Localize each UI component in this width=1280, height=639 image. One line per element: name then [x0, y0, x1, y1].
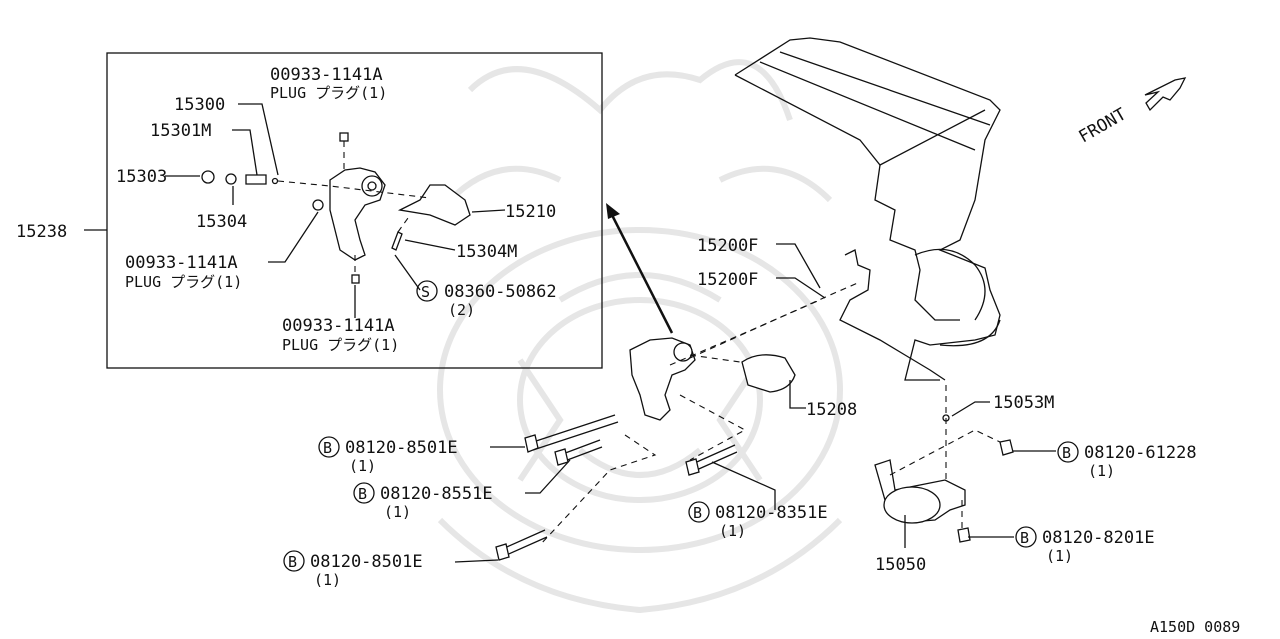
bolt-e-symbol [1057, 441, 1079, 463]
part-labels: 15238 00933-1141A PLUG プラグ(1) 15300 1530… [16, 65, 1240, 636]
label-15053m: 15053M [993, 393, 1054, 413]
label-plug-bottom-desc: PLUG プラグ(1) [282, 336, 399, 354]
diagram-code: A150D 0089 [1150, 618, 1240, 636]
label-bolt-f: 08120-8201E [1042, 528, 1155, 548]
label-bolt-a: 08120-8501E [345, 438, 458, 458]
engine-block [734, 37, 1001, 381]
label-bolt-d: 08120-8351E [715, 503, 828, 523]
label-bolt-b-qty: (1) [384, 503, 411, 521]
bolt-d-symbol [688, 501, 710, 523]
detail-arrow [606, 203, 674, 334]
alignment-lines [277, 141, 1001, 546]
label-15200f-a: 15200F [697, 236, 758, 256]
label-screw-qty: (2) [448, 301, 475, 319]
label-bolt-a-qty: (1) [349, 457, 376, 475]
front-label: FRONT [1076, 104, 1130, 147]
bolt-c-symbol [283, 550, 305, 572]
label-bolt-c: 08120-8501E [310, 552, 423, 572]
bolt-a-symbol [318, 436, 340, 458]
bolt-d-symbol-letter: B [693, 504, 702, 522]
label-15301m: 15301M [150, 121, 211, 141]
label-plug-left-desc: PLUG プラグ(1) [125, 273, 242, 291]
front-arrow: FRONT [1076, 77, 1187, 147]
watermark-emblem [437, 59, 843, 614]
label-15050: 15050 [875, 555, 926, 575]
label-15303: 15303 [116, 167, 167, 187]
oil-strainer [874, 414, 966, 524]
label-bolt-e-qty: (1) [1088, 462, 1115, 480]
label-screw: 08360-50862 [444, 282, 557, 302]
bolt-b-symbol [353, 482, 375, 504]
label-plug-top: 00933-1141A [270, 65, 383, 85]
label-bolt-d-qty: (1) [719, 522, 746, 540]
bolt-c-symbol-letter: B [288, 553, 297, 571]
label-15210: 15210 [505, 202, 556, 222]
detail-box [106, 52, 603, 369]
label-bolt-f-qty: (1) [1046, 547, 1073, 565]
label-plug-left: 00933-1141A [125, 253, 238, 273]
bolt-b-symbol-letter: B [358, 485, 367, 503]
bolt-f-symbol [1015, 526, 1037, 548]
label-plug-bottom: 00933-1141A [282, 316, 395, 336]
label-15200f-b: 15200F [697, 270, 758, 290]
label-15238: 15238 [16, 222, 67, 242]
bolt-f-symbol-letter: B [1020, 529, 1029, 547]
label-15300: 15300 [174, 95, 225, 115]
leader-lines [84, 103, 1056, 563]
oil-pump-detail [201, 132, 471, 284]
oil-pump-assembly [629, 337, 796, 421]
label-bolt-c-qty: (1) [314, 571, 341, 589]
screw-symbol-letter: S [421, 283, 430, 301]
bolt-e-symbol-letter: B [1062, 444, 1071, 462]
label-bolt-b: 08120-8551E [380, 484, 493, 504]
screw-symbol [416, 280, 438, 302]
bolt-group [495, 414, 1014, 561]
label-bolt-e: 08120-61228 [1084, 443, 1197, 463]
label-15304m: 15304M [456, 242, 517, 262]
label-plug-top-desc: PLUG プラグ(1) [270, 84, 387, 102]
bolt-a-symbol-letter: B [323, 439, 332, 457]
label-15208: 15208 [806, 400, 857, 420]
label-15304: 15304 [196, 212, 247, 232]
